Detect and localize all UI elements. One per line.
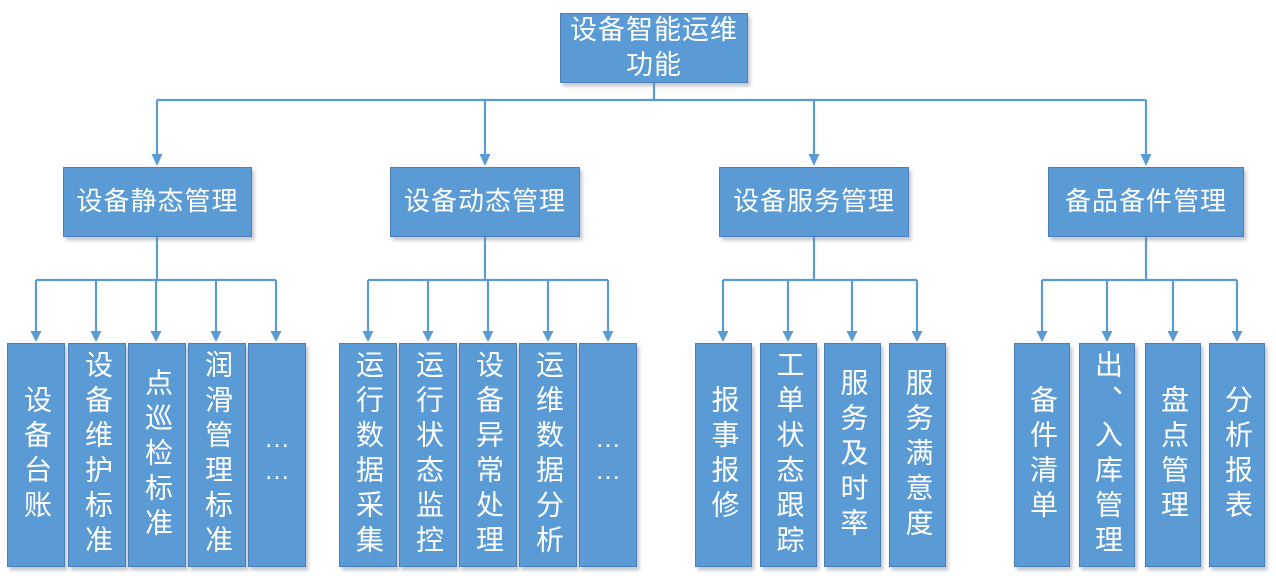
node-label: 运行数据采集 xyxy=(353,350,384,560)
leaf-spare-parts-list: 备件清单 xyxy=(1014,343,1070,567)
node-label: 运行状态监控 xyxy=(413,350,444,560)
node-spare-parts-mgmt: 备品备件管理 xyxy=(1048,167,1244,237)
node-root-equipment-intelligent-om: 设备智能运维功能 xyxy=(560,13,748,83)
node-label: 备品备件管理 xyxy=(1064,186,1227,217)
leaf-ellipsis-dynamic: …… xyxy=(579,343,637,567)
node-label: 服务及时率 xyxy=(837,367,869,543)
leaf-workorder-status-tracking: 工单状态跟踪 xyxy=(760,343,817,567)
leaf-operating-data-collection: 运行数据采集 xyxy=(339,343,397,567)
node-label: 服务满意度 xyxy=(902,367,934,543)
node-label: 备件清单 xyxy=(1027,385,1058,525)
node-label: …… xyxy=(262,423,292,487)
node-label: 润滑管理标准 xyxy=(202,350,233,560)
node-label: 设备台账 xyxy=(21,385,52,525)
leaf-analysis-report: 分析报表 xyxy=(1209,343,1265,567)
leaf-inout-warehouse-mgmt: 出、入库管理 xyxy=(1079,343,1135,567)
node-label: 分析报表 xyxy=(1222,385,1253,525)
leaf-lubrication-standard: 润滑管理标准 xyxy=(188,343,246,567)
leaf-service-timeliness-rate: 服务及时率 xyxy=(824,343,881,567)
node-label: 设备异常处理 xyxy=(473,350,504,560)
node-label: 出、入库管理 xyxy=(1092,350,1123,560)
leaf-service-satisfaction: 服务满意度 xyxy=(889,343,946,567)
node-label: 报事报修 xyxy=(708,385,740,525)
node-label: 设备静态管理 xyxy=(76,186,239,217)
leaf-operating-status-monitoring: 运行状态监控 xyxy=(399,343,457,567)
leaf-inspection-standard: 点巡检标准 xyxy=(128,343,186,567)
leaf-issue-repair-report: 报事报修 xyxy=(695,343,752,567)
leaf-om-data-analysis: 运维数据分析 xyxy=(519,343,577,567)
node-label: 设备智能运维功能 xyxy=(570,15,738,80)
leaf-ellipsis-static: …… xyxy=(248,343,306,567)
node-label: …… xyxy=(593,423,623,487)
node-label: 设备动态管理 xyxy=(403,186,566,217)
node-label: 点巡检标准 xyxy=(142,367,173,543)
node-label: 设备服务管理 xyxy=(732,186,895,217)
leaf-stocktaking-mgmt: 盘点管理 xyxy=(1145,343,1201,567)
node-equipment-dynamic-mgmt: 设备动态管理 xyxy=(390,167,580,237)
node-label: 盘点管理 xyxy=(1158,385,1189,525)
leaf-equipment-ledger: 设备台账 xyxy=(7,343,65,567)
node-equipment-static-mgmt: 设备静态管理 xyxy=(63,167,252,237)
leaf-equipment-exception-handling: 设备异常处理 xyxy=(459,343,517,567)
node-label: 设备维护标准 xyxy=(82,350,113,560)
node-equipment-service-mgmt: 设备服务管理 xyxy=(719,167,909,237)
node-label: 工单状态跟踪 xyxy=(773,350,805,560)
leaf-maintenance-standard: 设备维护标准 xyxy=(68,343,126,567)
node-label: 运维数据分析 xyxy=(533,350,564,560)
